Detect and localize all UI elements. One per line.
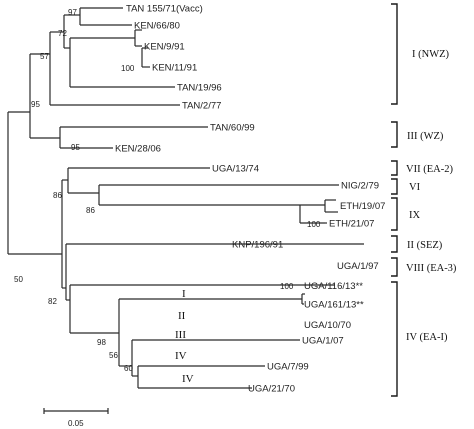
group-bracket bbox=[391, 197, 398, 231]
leaf-label: UGA/13/74 bbox=[212, 164, 259, 175]
leaf-label: KEN/66/80 bbox=[134, 21, 180, 32]
leaf-label: TAN/2/77 bbox=[182, 101, 221, 112]
tree-branches bbox=[7, 7, 364, 389]
bootstrap-value: 72 bbox=[58, 29, 67, 38]
group-label: II (SEZ) bbox=[407, 240, 443, 251]
group-brackets bbox=[391, 3, 398, 397]
subclade-label: IV bbox=[182, 373, 194, 385]
group-label: I (NWZ) bbox=[412, 49, 450, 60]
leaf-label: UGA/1/07 bbox=[302, 336, 344, 347]
group-bracket bbox=[391, 3, 398, 105]
group-label: VIII (EA-3) bbox=[406, 263, 457, 274]
scale-bar: 0.05 bbox=[43, 408, 109, 428]
leaf-label: TAN/60/99 bbox=[210, 123, 255, 134]
bootstrap-value: 56 bbox=[109, 351, 118, 360]
group-bracket bbox=[391, 121, 398, 148]
subclade-label: II bbox=[178, 310, 186, 322]
group-bracket bbox=[391, 257, 398, 277]
subclade-label: I bbox=[182, 288, 186, 300]
bootstrap-values: 97 72 100 57 95 95 86 86 100 50 82 100 9… bbox=[14, 8, 321, 373]
bootstrap-value: 100 bbox=[280, 282, 294, 291]
bootstrap-value: 82 bbox=[48, 297, 57, 306]
group-bracket bbox=[391, 235, 398, 253]
bootstrap-value: 100 bbox=[307, 220, 321, 229]
group-labels: I (NWZ) III (WZ) VII (EA-2) VI IX II (SE… bbox=[406, 49, 457, 343]
group-label: III (WZ) bbox=[407, 131, 444, 142]
leaf-label: KEN/11/91 bbox=[152, 63, 197, 74]
leaf-label: ETH/19/07 bbox=[340, 201, 385, 212]
bootstrap-value: 86 bbox=[86, 206, 95, 215]
group-label: IV (EA-I) bbox=[406, 332, 448, 343]
bootstrap-value: 50 bbox=[14, 275, 23, 284]
bootstrap-value: 100 bbox=[121, 64, 135, 73]
bootstrap-value: 57 bbox=[40, 52, 49, 61]
bootstrap-value: 95 bbox=[71, 143, 80, 152]
leaf-label: UGA/7/99 bbox=[267, 362, 309, 373]
leaf-label: UGA/1/97 bbox=[337, 261, 379, 272]
leaf-label: ETH/21/07 bbox=[329, 219, 374, 230]
leaf-label: UGA/10/70 bbox=[304, 320, 351, 331]
bootstrap-value: 98 bbox=[97, 338, 106, 347]
group-label: IX bbox=[409, 210, 420, 221]
leaf-label: NIG/2/79 bbox=[341, 181, 379, 192]
leaf-label: KNP/196/91 bbox=[232, 240, 283, 251]
scale-bar-line bbox=[43, 408, 109, 414]
scale-bar-label: 0.05 bbox=[68, 419, 84, 428]
group-bracket bbox=[391, 178, 398, 195]
group-bracket bbox=[391, 160, 398, 176]
leaf-label: UGA/161/13** bbox=[304, 300, 364, 311]
leaf-label: UGA/116/13** bbox=[304, 281, 363, 292]
leaf-label: TAN/19/96 bbox=[177, 83, 222, 94]
leaf-label: TAN 155/71(Vacc) bbox=[126, 4, 203, 15]
leaf-label: KEN/28/06 bbox=[115, 144, 161, 155]
group-label: VI bbox=[409, 182, 421, 193]
bootstrap-value: 95 bbox=[31, 100, 40, 109]
bootstrap-value: 97 bbox=[68, 8, 77, 17]
group-bracket bbox=[391, 281, 398, 397]
bootstrap-value: 86 bbox=[53, 191, 62, 200]
leaf-labels: TAN 155/71(Vacc) KEN/66/80 KEN/9/91 KEN/… bbox=[115, 4, 385, 395]
subclade-label: IV bbox=[175, 350, 187, 362]
bootstrap-value: 60 bbox=[124, 364, 133, 373]
leaf-label: UGA/21/70 bbox=[248, 384, 295, 395]
subclade-labels: I II III IV IV bbox=[175, 288, 194, 385]
subclade-label: III bbox=[175, 329, 186, 341]
leaf-label: KEN/9/91 bbox=[144, 42, 185, 53]
group-label: VII (EA-2) bbox=[406, 164, 453, 175]
